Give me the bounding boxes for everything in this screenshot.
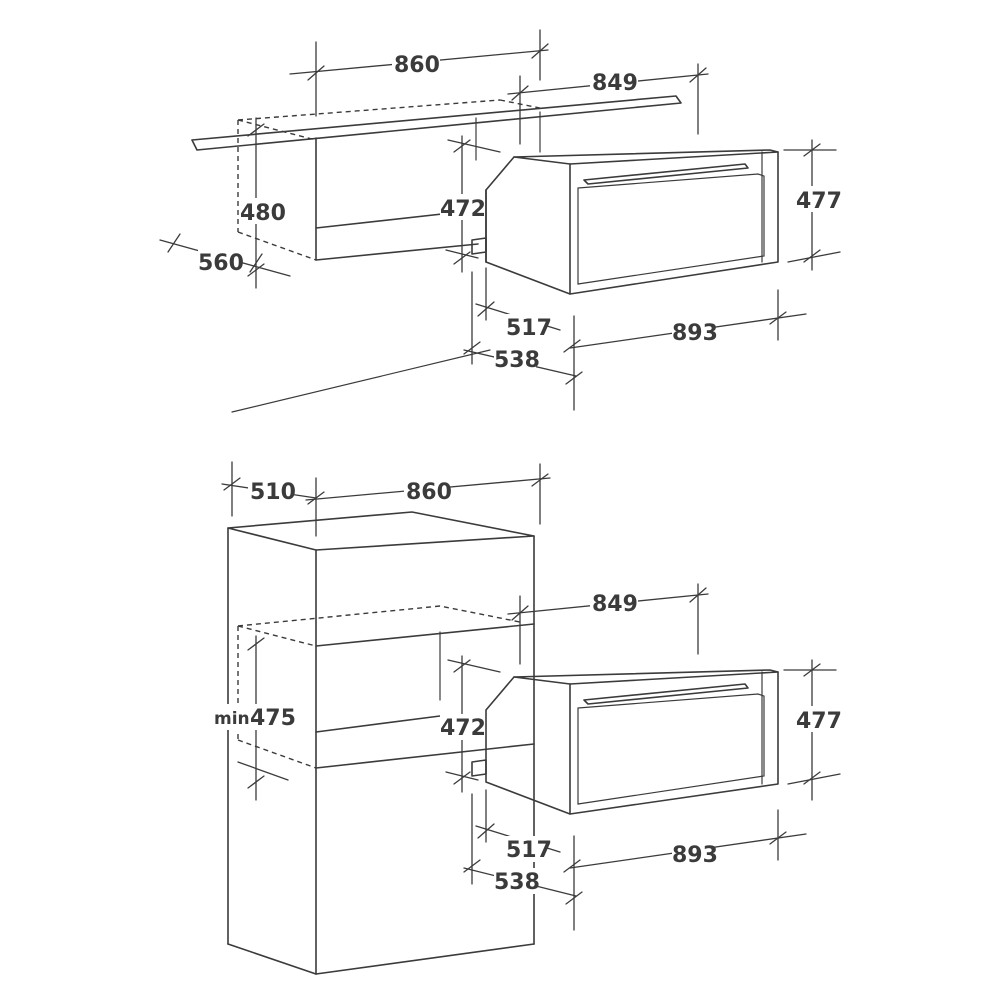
- label-480: 480: [240, 201, 286, 226]
- label-849-bottom: 849: [592, 592, 638, 617]
- label-517-bottom: 517: [506, 838, 552, 863]
- label-860: 860: [394, 53, 440, 78]
- label-min: min: [214, 709, 250, 729]
- label-510: 510: [250, 480, 296, 505]
- labels-top: 860 849 480 560 472 477 517 538 893: [198, 50, 842, 373]
- label-893-bottom: 893: [672, 843, 718, 868]
- label-893: 893: [672, 321, 718, 346]
- oven-top: [471, 149, 779, 295]
- bottom-diagram: 510 860 849 min 475 472 477 517 538 893: [212, 461, 842, 975]
- label-860-bottom: 860: [406, 480, 452, 505]
- label-560: 560: [198, 251, 244, 276]
- label-517: 517: [506, 316, 552, 341]
- label-538-bottom: 538: [494, 870, 540, 895]
- worktop: [191, 95, 682, 151]
- label-472: 472: [440, 197, 486, 222]
- label-849: 849: [592, 71, 638, 96]
- label-477: 477: [796, 189, 842, 214]
- oven-bottom: [471, 669, 779, 815]
- tall-cabinet: [227, 511, 535, 975]
- top-diagram: 860 849 480 560 472 477 517 538 893: [159, 29, 842, 413]
- label-477-bottom: 477: [796, 709, 842, 734]
- label-475: 475: [250, 706, 296, 731]
- cabinet: [315, 111, 541, 261]
- label-472-bottom: 472: [440, 716, 486, 741]
- label-538: 538: [494, 348, 540, 373]
- labels-bottom: 510 860 849 min 475 472 477 517 538 893: [212, 478, 842, 895]
